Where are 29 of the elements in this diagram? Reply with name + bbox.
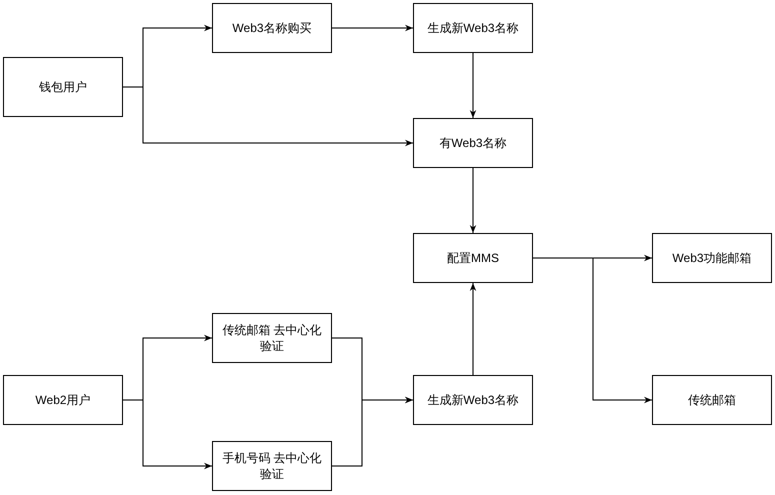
arrow <box>122 400 212 470</box>
node-label: 传统邮箱 <box>688 392 736 408</box>
node-label: 钱包用户 <box>39 78 87 96</box>
arrow <box>332 24 414 32</box>
process-box <box>212 3 332 53</box>
arrow <box>470 168 476 234</box>
process-box <box>652 375 772 425</box>
node-label: 生成新Web3名称 <box>427 20 519 36</box>
process-box <box>3 375 123 425</box>
node-label: Web3功能邮箱 <box>672 250 752 266</box>
arrow <box>532 258 652 404</box>
arrow <box>470 52 476 118</box>
node-label: 生成新Web3名称 <box>427 392 519 408</box>
process-box <box>413 118 533 168</box>
node-label: Web3名称购买 <box>232 20 312 36</box>
node-label: 传统邮箱 去中心化验证 <box>221 322 323 354</box>
process-box <box>212 313 332 363</box>
process-box <box>652 233 772 283</box>
node-label: 有Web3名称 <box>439 134 507 152</box>
process-box <box>413 375 533 425</box>
process-box <box>413 3 533 53</box>
process-box <box>3 57 123 117</box>
arrow <box>332 396 414 466</box>
node-label: 配置MMS <box>447 250 499 266</box>
arrow <box>470 282 476 376</box>
node-label: 手机号码 去中心化验证 <box>221 450 323 482</box>
node-label: Web2用户 <box>35 392 91 408</box>
process-box <box>413 233 533 283</box>
process-box <box>212 441 332 491</box>
